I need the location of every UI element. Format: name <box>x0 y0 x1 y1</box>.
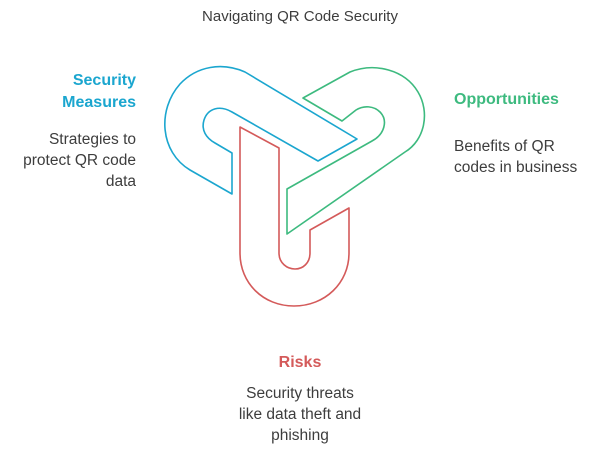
diagram-title: Navigating QR Code Security <box>202 8 398 25</box>
opportunities-desc-line-2: codes in business <box>454 159 578 176</box>
risks-desc-line-2: like data theft and <box>238 406 362 423</box>
risks-heading: Risks <box>278 354 322 371</box>
opportunities-loop <box>286 66 426 235</box>
opportunities-desc-line-1: Benefits of QR <box>454 138 555 155</box>
opportunities-description: Benefits of QR codes in business <box>454 136 600 178</box>
security-desc-line-1: Strategies to <box>48 131 136 148</box>
risks-desc-line-1: Security threats <box>246 385 354 402</box>
risks-desc-line-3: phishing <box>271 427 329 444</box>
security-measures-loop <box>164 65 358 195</box>
security-heading-line-1: Security <box>72 72 136 89</box>
security-desc-line-3: data <box>105 173 136 190</box>
risks-description: Security threats like data theft and phi… <box>0 383 600 446</box>
opportunities-heading: Opportunities <box>454 91 559 108</box>
risks-loop <box>239 126 350 307</box>
security-measures-heading: Security Measures <box>0 70 136 114</box>
security-measures-description: Strategies to protect QR code data <box>0 129 136 192</box>
security-desc-line-2: protect QR code <box>23 152 136 169</box>
security-heading-line-2: Measures <box>62 94 136 111</box>
